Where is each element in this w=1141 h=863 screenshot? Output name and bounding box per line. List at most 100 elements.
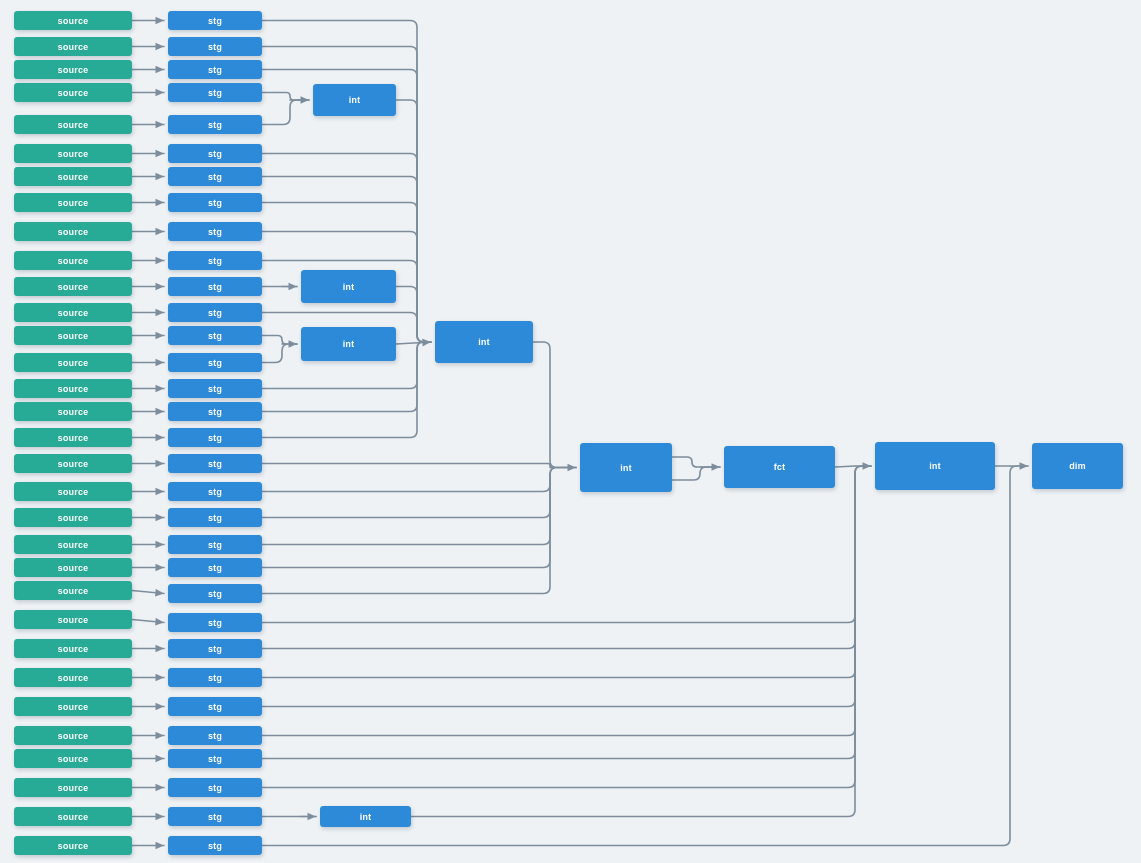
node-label: source bbox=[57, 357, 89, 368]
node-source-src18[interactable]: source bbox=[14, 454, 132, 473]
node-stg-stg6[interactable]: stg bbox=[168, 144, 262, 163]
node-label: stg bbox=[207, 730, 223, 741]
edge-src23-stg23 bbox=[131, 588, 165, 597]
node-stg-stg11[interactable]: stg bbox=[168, 277, 262, 296]
edge-src24-stg24 bbox=[131, 617, 165, 626]
node-label: stg bbox=[207, 87, 223, 98]
node-label: stg bbox=[207, 643, 223, 654]
node-source-src1[interactable]: source bbox=[14, 11, 132, 30]
node-stg-stg20[interactable]: stg bbox=[168, 508, 262, 527]
node-source-src13[interactable]: source bbox=[14, 326, 132, 345]
node-source-src2[interactable]: source bbox=[14, 37, 132, 56]
node-source-src5[interactable]: source bbox=[14, 115, 132, 134]
node-source-src6[interactable]: source bbox=[14, 144, 132, 163]
node-stg-stg15[interactable]: stg bbox=[168, 379, 262, 398]
node-label: source bbox=[57, 811, 89, 822]
node-source-src29[interactable]: source bbox=[14, 749, 132, 768]
node-source-src24[interactable]: source bbox=[14, 610, 132, 629]
node-source-src20[interactable]: source bbox=[14, 508, 132, 527]
node-source-src21[interactable]: source bbox=[14, 535, 132, 554]
node-label: stg bbox=[207, 753, 223, 764]
node-stg-stg28[interactable]: stg bbox=[168, 726, 262, 745]
node-source-src26[interactable]: source bbox=[14, 668, 132, 687]
node-source-src22[interactable]: source bbox=[14, 558, 132, 577]
node-stg-stg3[interactable]: stg bbox=[168, 60, 262, 79]
node-stg-stg8[interactable]: stg bbox=[168, 193, 262, 212]
node-stg-stg24[interactable]: stg bbox=[168, 613, 262, 632]
node-stg-stg25[interactable]: stg bbox=[168, 639, 262, 658]
node-int-int_g[interactable]: int bbox=[320, 806, 411, 827]
node-stg-stg27[interactable]: stg bbox=[168, 697, 262, 716]
node-label: stg bbox=[207, 539, 223, 550]
node-int-int_f[interactable]: int bbox=[875, 442, 995, 490]
node-source-src27[interactable]: source bbox=[14, 697, 132, 716]
node-source-src7[interactable]: source bbox=[14, 167, 132, 186]
node-stg-stg5[interactable]: stg bbox=[168, 115, 262, 134]
node-int-int_b[interactable]: int bbox=[301, 270, 396, 303]
node-source-src32[interactable]: source bbox=[14, 836, 132, 855]
node-source-src14[interactable]: source bbox=[14, 353, 132, 372]
node-stg-stg23[interactable]: stg bbox=[168, 584, 262, 603]
node-label: int bbox=[342, 281, 355, 292]
node-stg-stg29[interactable]: stg bbox=[168, 749, 262, 768]
node-source-src19[interactable]: source bbox=[14, 482, 132, 501]
node-stg-stg10[interactable]: stg bbox=[168, 251, 262, 270]
node-source-src10[interactable]: source bbox=[14, 251, 132, 270]
node-label: source bbox=[57, 171, 89, 182]
node-source-src16[interactable]: source bbox=[14, 402, 132, 421]
node-int-int_d[interactable]: int bbox=[435, 321, 533, 363]
node-label: stg bbox=[207, 432, 223, 443]
node-stg-stg21[interactable]: stg bbox=[168, 535, 262, 554]
node-label: source bbox=[57, 458, 89, 469]
node-stg-stg30[interactable]: stg bbox=[168, 778, 262, 797]
node-source-src15[interactable]: source bbox=[14, 379, 132, 398]
node-source-src4[interactable]: source bbox=[14, 83, 132, 102]
node-stg-stg26[interactable]: stg bbox=[168, 668, 262, 687]
node-stg-stg31[interactable]: stg bbox=[168, 807, 262, 826]
node-source-src8[interactable]: source bbox=[14, 193, 132, 212]
node-int-int_c[interactable]: int bbox=[301, 327, 396, 361]
node-source-src28[interactable]: source bbox=[14, 726, 132, 745]
node-label: source bbox=[57, 486, 89, 497]
node-int-int_a[interactable]: int bbox=[313, 84, 396, 116]
node-dim-dim_a[interactable]: dim bbox=[1032, 443, 1123, 489]
node-label: stg bbox=[207, 383, 223, 394]
node-stg-stg12[interactable]: stg bbox=[168, 303, 262, 322]
node-label: stg bbox=[207, 171, 223, 182]
node-stg-stg16[interactable]: stg bbox=[168, 402, 262, 421]
node-source-src3[interactable]: source bbox=[14, 60, 132, 79]
node-stg-stg19[interactable]: stg bbox=[168, 482, 262, 501]
node-source-src9[interactable]: source bbox=[14, 222, 132, 241]
node-source-src31[interactable]: source bbox=[14, 807, 132, 826]
edge-int_b-int_d bbox=[395, 285, 432, 343]
node-label: stg bbox=[207, 782, 223, 793]
node-stg-stg22[interactable]: stg bbox=[168, 558, 262, 577]
node-label: fct bbox=[773, 462, 786, 472]
node-stg-stg7[interactable]: stg bbox=[168, 167, 262, 186]
node-fct-fct_a[interactable]: fct bbox=[724, 446, 835, 488]
node-stg-stg2[interactable]: stg bbox=[168, 37, 262, 56]
node-source-src17[interactable]: source bbox=[14, 428, 132, 447]
node-stg-stg1[interactable]: stg bbox=[168, 11, 262, 30]
node-source-src30[interactable]: source bbox=[14, 778, 132, 797]
node-stg-stg13[interactable]: stg bbox=[168, 326, 262, 345]
node-label: stg bbox=[207, 15, 223, 26]
node-source-src11[interactable]: source bbox=[14, 277, 132, 296]
node-stg-stg17[interactable]: stg bbox=[168, 428, 262, 447]
node-stg-stg14[interactable]: stg bbox=[168, 353, 262, 372]
node-label: source bbox=[57, 672, 89, 683]
node-label: stg bbox=[207, 406, 223, 417]
edge-int_c-int_d bbox=[395, 338, 432, 347]
node-stg-stg9[interactable]: stg bbox=[168, 222, 262, 241]
node-label: stg bbox=[207, 486, 223, 497]
node-int-int_e[interactable]: int bbox=[580, 443, 672, 492]
node-stg-stg32[interactable]: stg bbox=[168, 836, 262, 855]
node-stg-stg4[interactable]: stg bbox=[168, 83, 262, 102]
node-stg-stg18[interactable]: stg bbox=[168, 454, 262, 473]
node-source-src23[interactable]: source bbox=[14, 581, 132, 600]
node-source-src12[interactable]: source bbox=[14, 303, 132, 322]
node-source-src25[interactable]: source bbox=[14, 639, 132, 658]
node-label: stg bbox=[207, 148, 223, 159]
node-label: source bbox=[57, 87, 89, 98]
